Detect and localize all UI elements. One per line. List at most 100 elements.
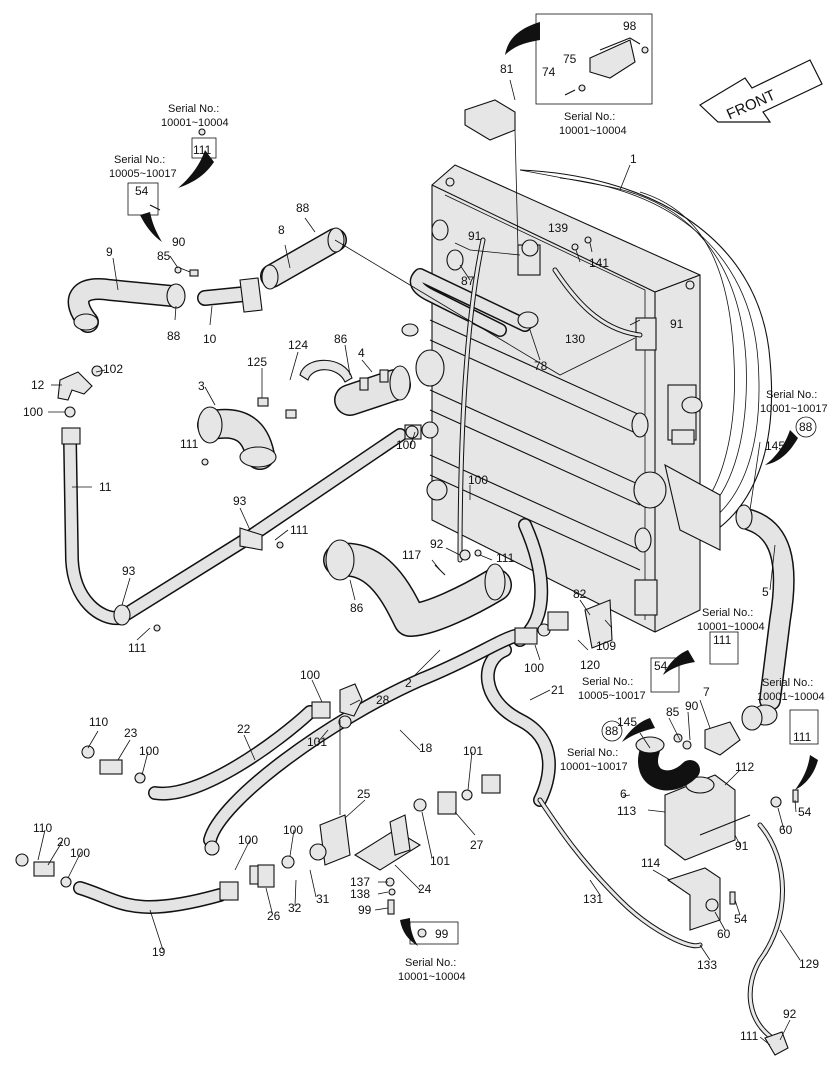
- bracket-inset-box: [535, 13, 653, 105]
- part-label: 8: [278, 223, 285, 237]
- hose-11: [61, 424, 422, 626]
- part-label: 145: [765, 439, 785, 453]
- elbow-fitting-12: [57, 371, 93, 401]
- part-label: 90: [172, 235, 186, 249]
- part-label: 100: [238, 833, 258, 847]
- pipe-10: [197, 277, 263, 313]
- part-label: 88: [799, 420, 813, 434]
- part-label: 18: [419, 741, 433, 755]
- hose-18: [203, 623, 551, 856]
- serial-range: 10001~10017: [760, 403, 828, 415]
- part-label: 111: [496, 551, 515, 565]
- part-label: 117: [402, 548, 421, 562]
- part-label: 111: [713, 633, 732, 647]
- front-direction-arrow: FRONT: [699, 59, 823, 123]
- serial-notes: Serial No.: 10001~10004 Serial No.: 1000…: [109, 103, 828, 983]
- part-label: 4: [358, 346, 365, 360]
- part-label: 111: [740, 1029, 759, 1043]
- part-label: 54: [798, 805, 812, 819]
- part-label: 10: [203, 332, 217, 346]
- part-label: 85: [666, 705, 680, 719]
- part-label: 111: [180, 437, 199, 451]
- callout-box-111-right: 111: [709, 631, 739, 665]
- hose-22: [148, 683, 363, 801]
- part-label: 78: [534, 359, 548, 373]
- fitting-27: [437, 791, 457, 815]
- elbow-3: [197, 406, 277, 470]
- fitting-23: [99, 759, 123, 775]
- callout-circle-88-right: 88: [795, 416, 817, 438]
- part-label: 129: [799, 957, 819, 971]
- part-number-labels: 98 75 74 81 1 9 90 85 88 8 88 10 91 139 …: [23, 19, 819, 1043]
- clip-125: [257, 397, 269, 407]
- part-label: 19: [152, 945, 166, 959]
- part-label: 85: [157, 249, 171, 263]
- hose-2: [323, 539, 512, 637]
- serial-range: 10001~10004: [697, 621, 765, 633]
- part-label: 31: [316, 892, 330, 906]
- callout-box-54-right: 54: [650, 657, 680, 693]
- part-label: 137: [350, 875, 370, 889]
- bracket-114: [666, 867, 721, 931]
- part-label: 100: [396, 438, 416, 452]
- part-label: 100: [468, 473, 488, 487]
- part-label: 125: [247, 355, 267, 369]
- part-label: 54: [734, 912, 748, 926]
- part-label: 93: [233, 494, 247, 508]
- part-label: 2: [405, 676, 412, 690]
- part-label: 26: [267, 909, 281, 923]
- part-label: 139: [548, 221, 568, 235]
- part-label: 25: [357, 787, 371, 801]
- part-label: 22: [237, 722, 251, 736]
- callout-box-54-top: 54: [127, 182, 161, 216]
- coolant-tank-112: [664, 774, 751, 861]
- part-label: 114: [641, 856, 660, 870]
- part-label: 27: [470, 838, 484, 852]
- part-label: 100: [70, 846, 90, 860]
- serial-title: Serial No.:: [582, 676, 633, 688]
- part-label: 112: [735, 760, 754, 774]
- part-label: 88: [167, 329, 181, 343]
- part-label: 102: [103, 362, 123, 376]
- part-label: 145: [617, 715, 637, 729]
- part-label: 88: [296, 201, 310, 215]
- serial-range: 10001~10004: [398, 971, 466, 983]
- serial-title: Serial No.:: [762, 677, 813, 689]
- elbow-6: [638, 740, 700, 791]
- serial-range: 10005~10017: [578, 690, 646, 702]
- part-label: 7: [703, 685, 710, 699]
- serial-title: Serial No.:: [766, 389, 817, 401]
- part-label: 101: [463, 744, 483, 758]
- serial-title: Serial No.:: [168, 103, 219, 115]
- part-label: 82: [573, 587, 587, 601]
- part-label: 28: [376, 693, 390, 707]
- bracket-81: [464, 99, 516, 141]
- part-label: 111: [193, 143, 212, 157]
- part-label: 138: [350, 887, 370, 901]
- part-label: 74: [542, 65, 556, 79]
- part-label: 100: [283, 823, 303, 837]
- part-label: 101: [430, 854, 450, 868]
- part-label: 110: [33, 821, 52, 835]
- callout-arrow: [765, 430, 798, 465]
- callout-circle-88-lower: 88: [601, 720, 623, 742]
- part-label: 111: [793, 730, 812, 744]
- part-label: 1: [630, 152, 637, 166]
- serial-range: 10001~10004: [161, 117, 229, 129]
- callout-box-111-lower: 111: [789, 709, 819, 745]
- callout-arrow: [505, 22, 540, 55]
- part-label: 100: [139, 744, 159, 758]
- housing-7: [704, 721, 741, 756]
- clamp-band-124: [299, 359, 353, 383]
- serial-title: Serial No.:: [702, 607, 753, 619]
- part-label: 3: [198, 379, 205, 393]
- callout-arrow: [400, 918, 418, 946]
- callout-arrow: [622, 718, 655, 742]
- tube-131: [537, 797, 703, 949]
- part-label: 21: [551, 683, 565, 697]
- part-label: 91: [670, 317, 684, 331]
- serial-range: 10005~10017: [109, 168, 177, 180]
- serial-title: Serial No.:: [405, 957, 456, 969]
- part-label: 133: [697, 958, 717, 972]
- part-label: 86: [350, 601, 364, 615]
